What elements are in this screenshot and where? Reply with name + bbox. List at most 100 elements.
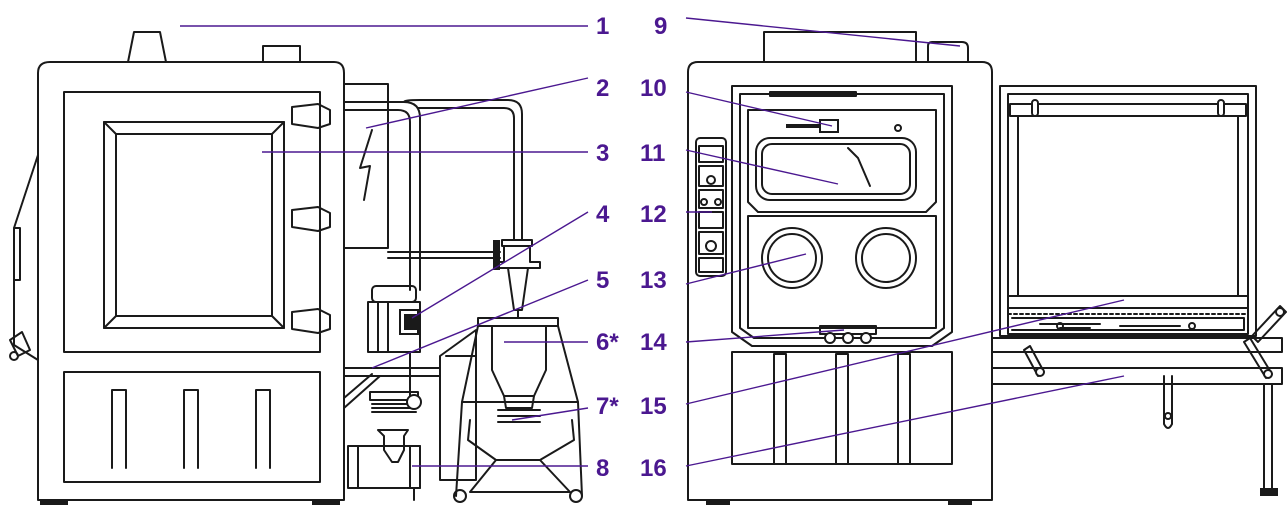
wheel-right (569, 489, 583, 503)
cabinet-body (37, 61, 345, 501)
stand-foot (1260, 488, 1278, 496)
rear-box (439, 329, 477, 481)
chamber-inner (1007, 93, 1249, 335)
rail-clip-left (1031, 99, 1039, 117)
label-9: 9 (654, 13, 667, 40)
wheel-left (453, 489, 467, 503)
labels-left: 1 2 3 4 5 6* 7* 8 (596, 13, 619, 482)
frame-left (455, 325, 479, 497)
glove-port-right-inner (861, 233, 911, 283)
top-knob (127, 31, 167, 63)
lower-slot-1 (111, 389, 127, 469)
label-6: 6* (596, 329, 619, 356)
tray-ripples (1039, 323, 1181, 329)
arm-left-pin (1035, 367, 1045, 377)
viewing-window (755, 137, 917, 201)
glove-panel (747, 215, 937, 329)
wiper (847, 147, 871, 187)
tray-pin-left (1056, 322, 1064, 330)
window-bevel-bl (103, 315, 117, 329)
label-12: 12 (640, 201, 667, 228)
control-panel (695, 137, 727, 277)
filter-body (493, 245, 541, 269)
leader-9 (685, 17, 961, 47)
stand-leg (1263, 383, 1273, 489)
fan-box (763, 31, 917, 63)
brace-pin (1164, 412, 1172, 420)
pump-flange-right (409, 445, 421, 489)
label-10: 10 (640, 75, 667, 102)
window-bevel-tr (271, 121, 285, 135)
side-valve (9, 331, 31, 357)
front-foot-left (706, 500, 730, 505)
pump-gauge (406, 394, 422, 410)
grate (1007, 295, 1249, 309)
collector-bowl (491, 325, 547, 397)
foot-right (312, 500, 340, 505)
arm-right-upper (1251, 305, 1287, 343)
lower-slot-2 (183, 389, 199, 469)
tray (1011, 317, 1245, 331)
foot-left (40, 500, 68, 505)
chamber-box (999, 85, 1257, 337)
label-15: 15 (640, 393, 667, 420)
leader-14 (685, 329, 845, 343)
top-box (262, 45, 301, 63)
window-bevel-tl (103, 121, 117, 135)
front-slot-2 (835, 353, 849, 465)
electrical-box (343, 83, 389, 249)
lower-slot-3 (255, 389, 271, 469)
stand-beam (991, 367, 1283, 385)
leader-2 (365, 77, 589, 129)
hinge-mid (291, 206, 331, 232)
front-foot-right (948, 500, 972, 505)
side-panel (13, 154, 39, 361)
latch-1 (824, 332, 836, 344)
leader-13 (685, 253, 807, 285)
left-machine (9, 31, 345, 505)
front-slot-3 (897, 353, 911, 465)
label-5: 5 (596, 267, 609, 294)
side-handle (13, 227, 21, 281)
glovebox-inner (739, 93, 945, 339)
leader-lines (180, 17, 1125, 467)
indicator (894, 124, 902, 132)
front-slot-1 (773, 353, 787, 465)
window-bevel-br (271, 315, 285, 329)
stand-brace (1163, 375, 1173, 429)
middle-equipment (343, 83, 583, 503)
labels-right: 9 10 11 12 13 14 15 16 (640, 13, 667, 482)
rail-top (1009, 103, 1247, 117)
glove-port-left-inner (767, 233, 817, 283)
label-3: 3 (596, 140, 609, 167)
window-inner (115, 133, 273, 317)
front-cabinet (687, 61, 993, 501)
cone-lower (467, 419, 575, 461)
arm-right-pin (1263, 369, 1273, 379)
hinge-top (291, 103, 331, 129)
hinge-bottom (291, 308, 331, 334)
tray-pin-right (1188, 322, 1196, 330)
pump-valve (377, 429, 409, 463)
leader-7 (511, 407, 589, 421)
leader-10 (685, 91, 833, 127)
glove-port-right (855, 227, 917, 289)
side-knob (9, 351, 19, 361)
control-modules (698, 145, 724, 273)
pipe-horizontal (343, 367, 441, 377)
collector-neck (503, 395, 535, 409)
label-16: 16 (640, 455, 667, 482)
arm-right-top-pin (1275, 307, 1285, 317)
leader-11 (685, 149, 839, 185)
latch-3 (860, 332, 872, 344)
leader-16 (685, 375, 1125, 467)
pump-flange-left (347, 445, 359, 489)
label-1: 1 (596, 13, 609, 40)
fan-pipe (927, 41, 969, 63)
flange (493, 240, 500, 270)
funnel (507, 267, 529, 311)
leader-5 (371, 279, 589, 369)
motor-clamp (404, 314, 418, 330)
duct-top-inner (417, 107, 515, 241)
